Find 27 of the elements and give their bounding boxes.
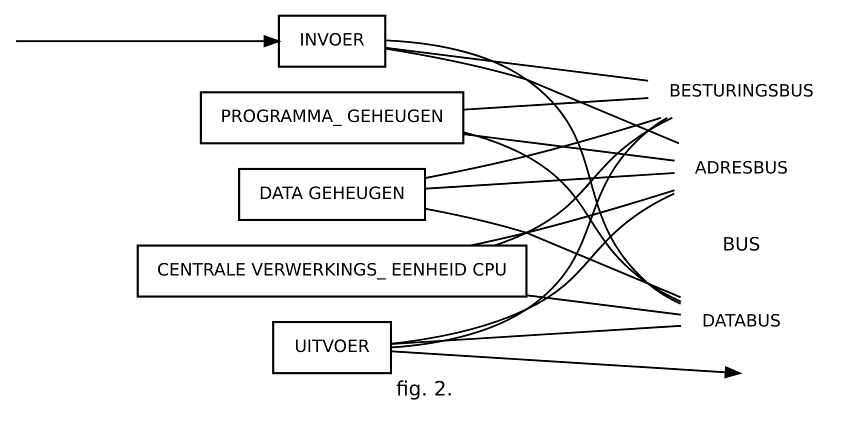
connector xyxy=(385,38,682,304)
arrow xyxy=(16,34,282,47)
node-box: DATA GEHEUGEN xyxy=(238,167,426,221)
connector xyxy=(391,324,682,344)
node-box: UITVOER xyxy=(272,320,392,374)
label: BUS xyxy=(722,234,760,255)
connector xyxy=(463,130,682,302)
connector xyxy=(425,172,675,190)
caption: fig. 2. xyxy=(396,376,453,400)
node-box: INVOER xyxy=(278,14,386,68)
connector xyxy=(494,116,673,246)
connector xyxy=(385,46,648,82)
connector xyxy=(385,47,680,144)
node-text: ADRESBUS xyxy=(694,158,788,178)
connector xyxy=(425,207,681,298)
node-box: CENTRALE VERWERKINGS_ EENHEID CPU xyxy=(136,244,528,298)
node-text: BESTURINGSBUS xyxy=(669,81,814,102)
node-box: PROGRAMMA_ GEHEUGEN xyxy=(200,90,464,144)
connector xyxy=(390,116,668,348)
connector xyxy=(425,116,662,178)
connector xyxy=(391,192,675,344)
connector xyxy=(464,132,675,162)
connector xyxy=(526,294,682,316)
arrow xyxy=(391,350,743,378)
node-text: DATABUS xyxy=(702,311,781,332)
connector xyxy=(470,188,675,246)
connector xyxy=(464,96,648,110)
